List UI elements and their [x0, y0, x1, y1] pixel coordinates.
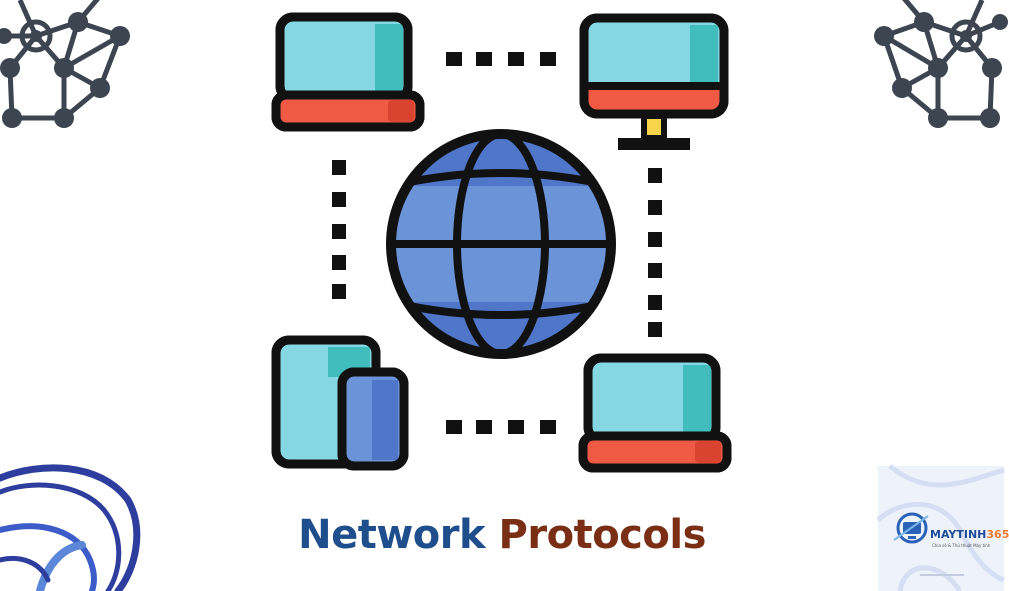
title-word-network: Network: [298, 512, 486, 558]
connector-left: [332, 160, 346, 299]
laptop-icon: [271, 12, 425, 132]
tablet-phone-icon: [271, 335, 409, 471]
watermark-tagline: Chia sẻ & Thủ thuật Máy tính: [932, 543, 991, 548]
connector-right: [648, 168, 662, 337]
page-title: Network Protocols: [0, 515, 1004, 555]
maytinh365-logo: [876, 464, 1005, 591]
connector-bottom: [446, 420, 556, 434]
connector-top: [446, 52, 556, 66]
desktop-monitor-icon: [579, 13, 729, 150]
title-word-protocols: Protocols: [498, 512, 707, 558]
laptop-icon: [578, 353, 732, 473]
network-web-icon: [0, 0, 130, 128]
globe-outline-icon: [0, 464, 141, 591]
globe-icon: [386, 129, 616, 359]
watermark-brand: MAYTINH365: [930, 528, 1009, 541]
network-web-icon: [874, 0, 1008, 128]
